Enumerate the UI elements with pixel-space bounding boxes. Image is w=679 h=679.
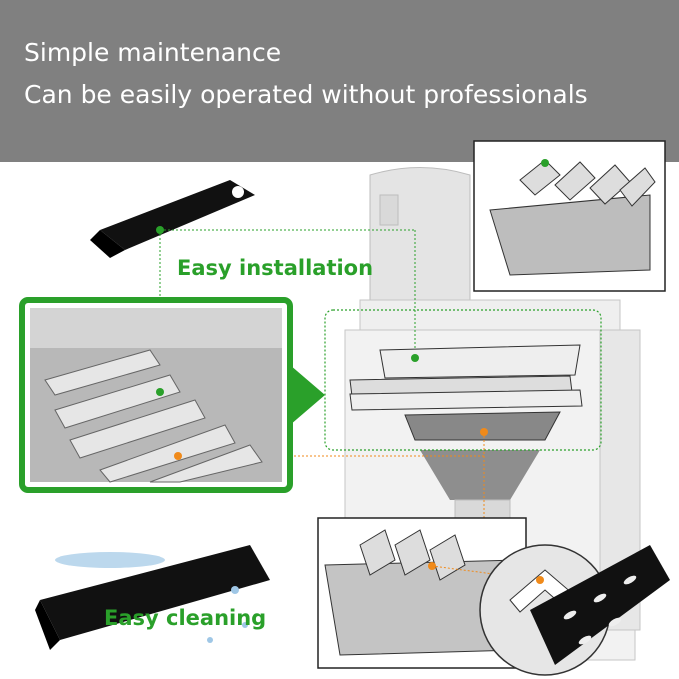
easy-cleaning-label: Easy cleaning (104, 606, 267, 630)
bars-installed-view (349, 344, 583, 441)
installation-highlight-box (324, 309, 602, 451)
headline-simple-maintenance: Simple maintenance (24, 38, 282, 67)
flavorizer-bar-top (90, 180, 255, 258)
flavorizer-bar-cleaning (35, 545, 270, 650)
flavorizer-bar-bottom-right (530, 545, 670, 665)
arrow-right-icon (290, 365, 325, 425)
green-dot-icon (411, 354, 419, 362)
inset-top-right (473, 140, 666, 292)
headline-no-professionals: Can be easily operated without professio… (24, 80, 588, 109)
header-banner: Simple maintenance Can be easily operate… (0, 0, 679, 162)
easy-installation-label: Easy installation (177, 256, 374, 280)
grill-photo-inset (19, 297, 293, 493)
